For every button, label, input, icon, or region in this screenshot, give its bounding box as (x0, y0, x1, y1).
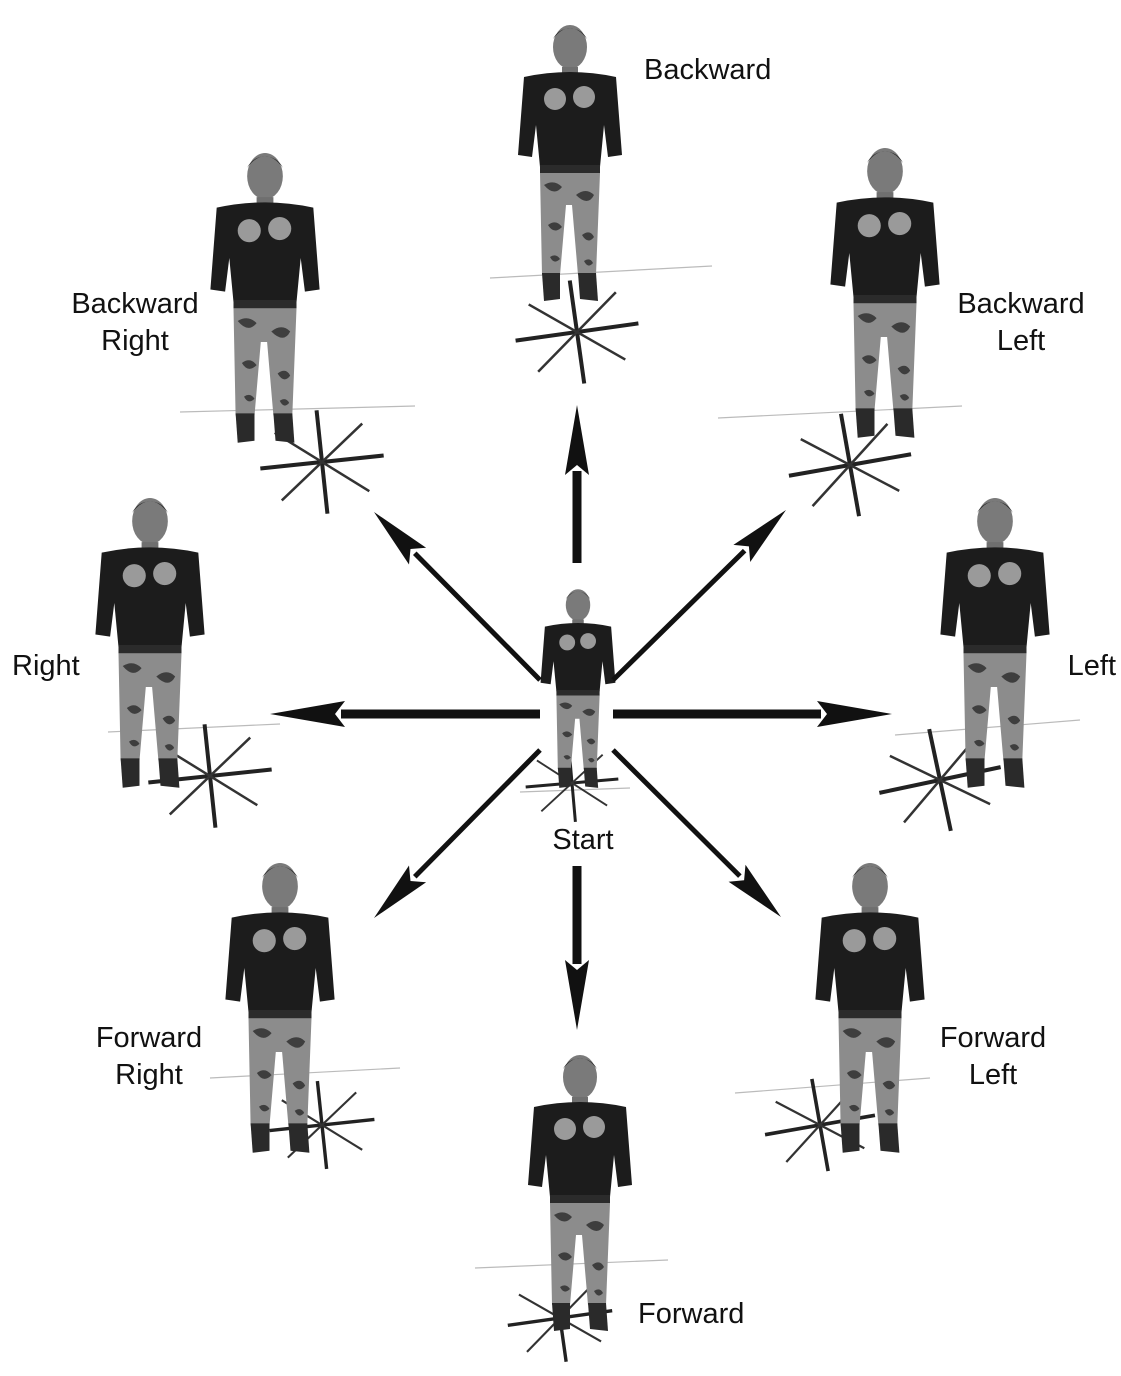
figure-backward (518, 25, 622, 301)
figure-left (940, 498, 1049, 788)
label-backward-left-line1: Backward (946, 286, 1096, 323)
arrow-backward-left (613, 510, 786, 680)
label-start: Start (538, 822, 628, 859)
label-backward-left: Backward Left (946, 286, 1096, 360)
arrow-backward-head (565, 405, 589, 475)
label-forward-right-line2: Right (74, 1057, 224, 1094)
arrow-backward-left-shaft (613, 551, 745, 680)
label-forward: Forward (638, 1296, 744, 1333)
floor-marker-left (869, 716, 1012, 844)
figure-forward-left (815, 863, 924, 1153)
label-forward-left-line2: Left (918, 1057, 1068, 1094)
figure-forward-right (225, 863, 334, 1153)
label-forward-right-line1: Forward (74, 1020, 224, 1057)
label-right: Right (12, 648, 80, 685)
arrow-forward-left-shaft (613, 750, 740, 876)
arrow-right (270, 701, 540, 727)
figure-backward-left (830, 148, 939, 438)
label-backward-text: Backward (644, 52, 771, 89)
label-forward-left: Forward Left (918, 1020, 1068, 1094)
figure-backward-right (210, 153, 319, 443)
arrow-forward (565, 866, 589, 1030)
figure-start (541, 589, 616, 788)
arrow-backward-right (374, 512, 540, 680)
arrow-backward (565, 405, 589, 563)
arrow-forward-right-shaft (415, 750, 540, 877)
floor-marker-backward (508, 272, 645, 392)
arrow-left-head (817, 701, 892, 727)
arrow-forward-right (374, 750, 540, 918)
figure-right (95, 498, 204, 788)
label-forward-left-line1: Forward (918, 1020, 1068, 1057)
arrow-left (613, 701, 892, 727)
label-backward: Backward (644, 52, 771, 89)
label-left: Left (1050, 648, 1116, 685)
label-left-text: Left (1050, 648, 1116, 685)
arrow-backward-right-shaft (415, 553, 540, 680)
arrow-forward-left (613, 750, 781, 917)
label-start-text: Start (538, 822, 628, 859)
label-backward-right: Backward Right (60, 286, 210, 360)
figure-forward (528, 1055, 632, 1331)
label-forward-right: Forward Right (74, 1020, 224, 1094)
arrow-right-head (270, 701, 345, 727)
label-backward-right-line1: Backward (60, 286, 210, 323)
label-backward-right-line2: Right (60, 323, 210, 360)
label-forward-text: Forward (638, 1296, 744, 1333)
label-right-text: Right (12, 648, 80, 685)
floor-marker-forward-right (265, 1076, 379, 1175)
label-backward-left-line2: Left (946, 323, 1096, 360)
arrow-forward-head (565, 960, 589, 1030)
